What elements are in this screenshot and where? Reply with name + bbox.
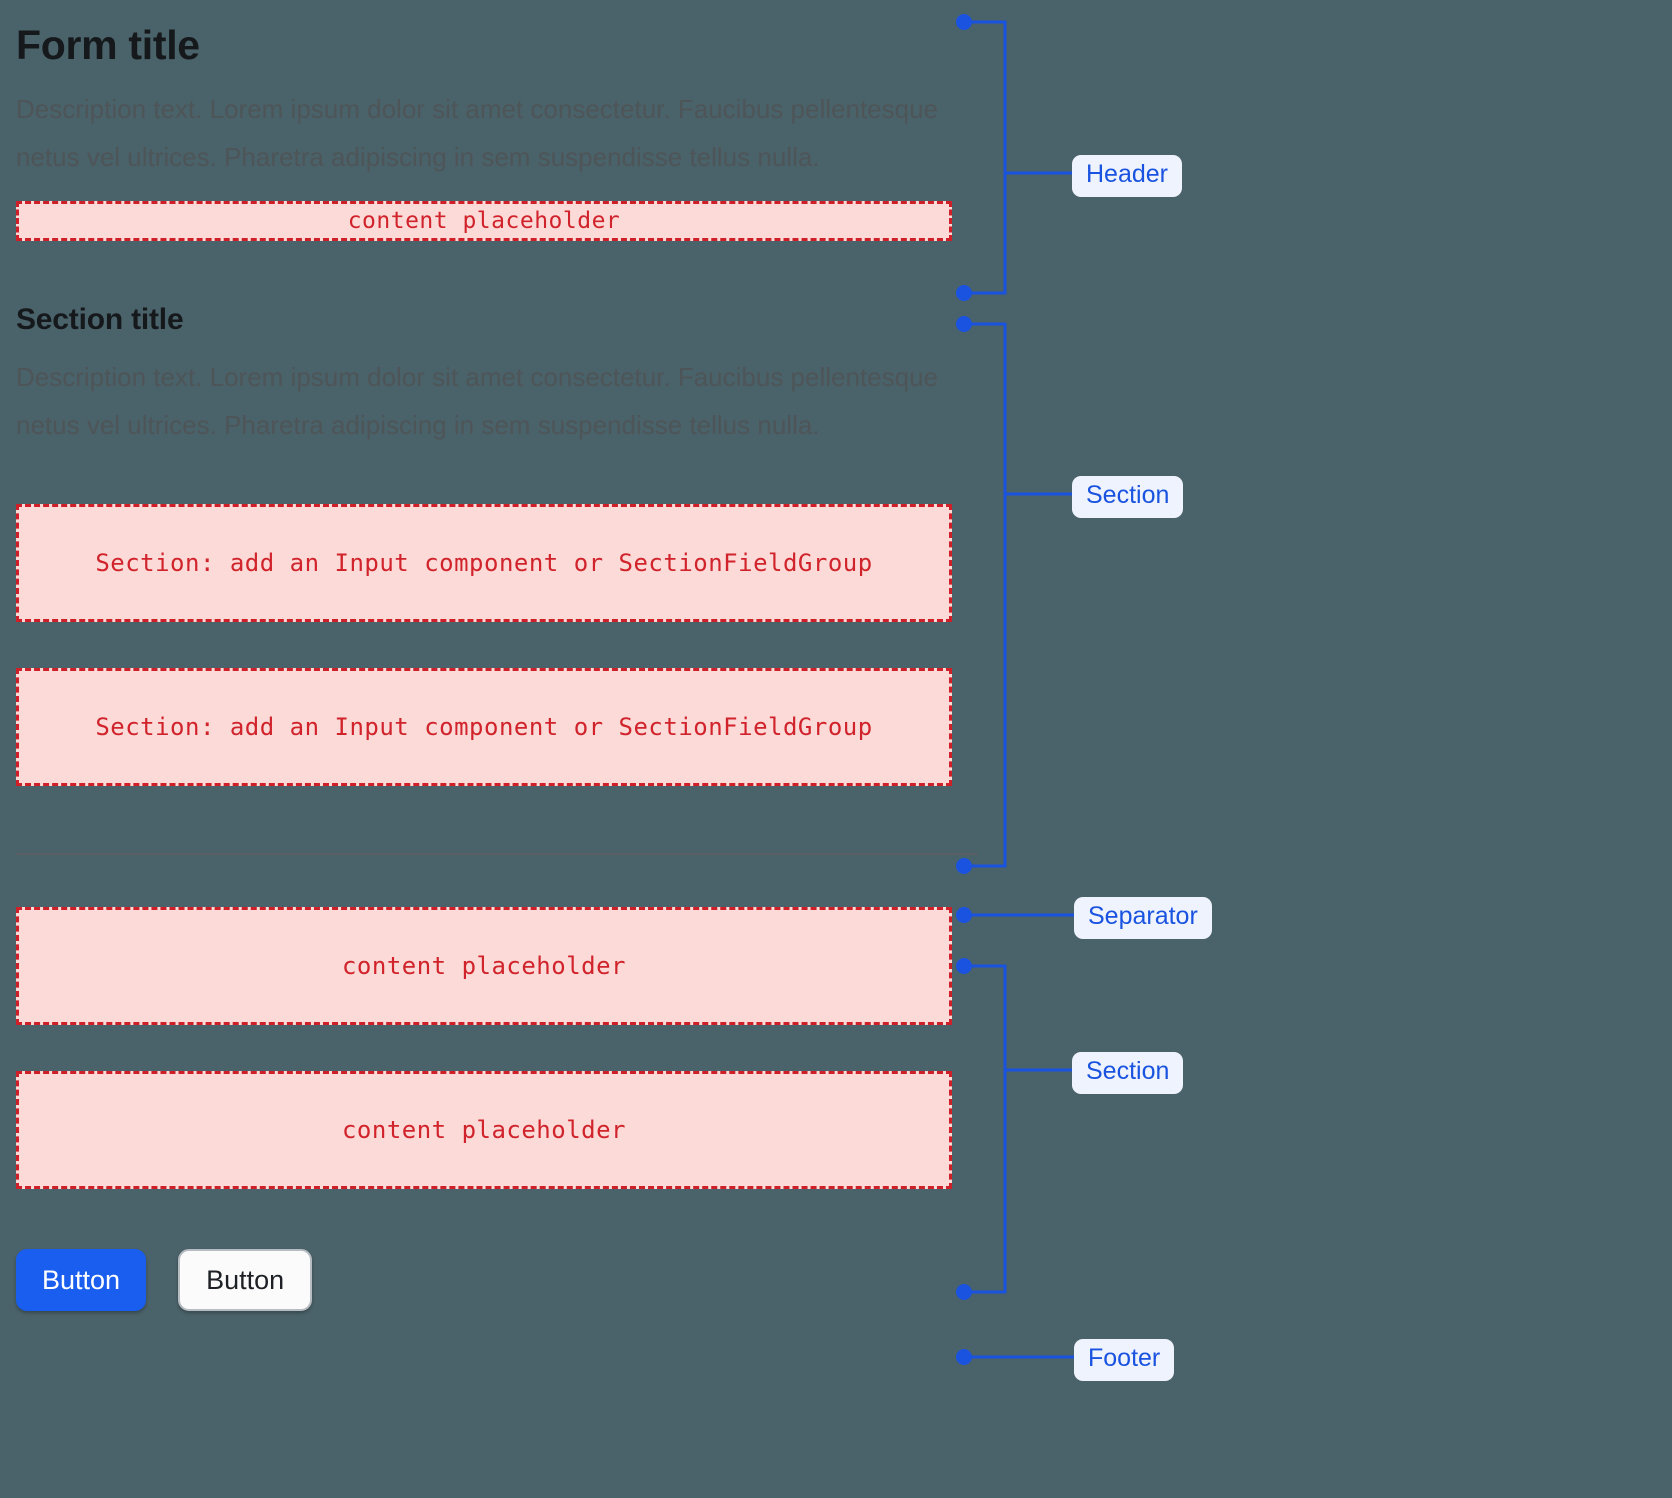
separator bbox=[16, 853, 978, 856]
page-title: Form title bbox=[16, 22, 200, 68]
secondary-button[interactable]: Button bbox=[178, 1249, 313, 1312]
section-field-placeholder-2: Section: add an Input component or Secti… bbox=[16, 668, 952, 787]
form-content-column: Form title Description text. Lorem ipsum… bbox=[16, 0, 1016, 1312]
section-two-placeholder-2: content placeholder bbox=[16, 1071, 952, 1190]
annotation-badge-section-one[interactable]: Section bbox=[1072, 476, 1184, 518]
section-two-placeholder-1: content placeholder bbox=[16, 907, 952, 1026]
header-content-placeholder: content placeholder bbox=[16, 201, 952, 242]
annotation-badge-header[interactable]: Header bbox=[1072, 155, 1182, 197]
annotation-line-footer bbox=[956, 1349, 1074, 1365]
section-description: Description text. Lorem ipsum dolor sit … bbox=[16, 362, 939, 441]
header-description: Description text. Lorem ipsum dolor sit … bbox=[16, 94, 939, 173]
form-header: Form title Description text. Lorem ipsum… bbox=[16, 22, 1016, 242]
annotation-badge-footer[interactable]: Footer bbox=[1074, 1339, 1175, 1381]
anchor-dot bbox=[956, 1349, 972, 1365]
section-field-placeholder-1: Section: add an Input component or Secti… bbox=[16, 504, 952, 623]
form-section-two: content placeholder content placeholder bbox=[16, 907, 1016, 1190]
form-section-one: Section title Description text. Lorem ip… bbox=[16, 303, 1016, 787]
primary-button[interactable]: Button bbox=[16, 1249, 147, 1312]
section-title: Section title bbox=[16, 303, 184, 337]
form-footer: Button Button bbox=[16, 1249, 1016, 1312]
annotation-badge-section-two[interactable]: Section bbox=[1072, 1052, 1184, 1094]
annotation-badge-separator[interactable]: Separator bbox=[1074, 897, 1212, 939]
